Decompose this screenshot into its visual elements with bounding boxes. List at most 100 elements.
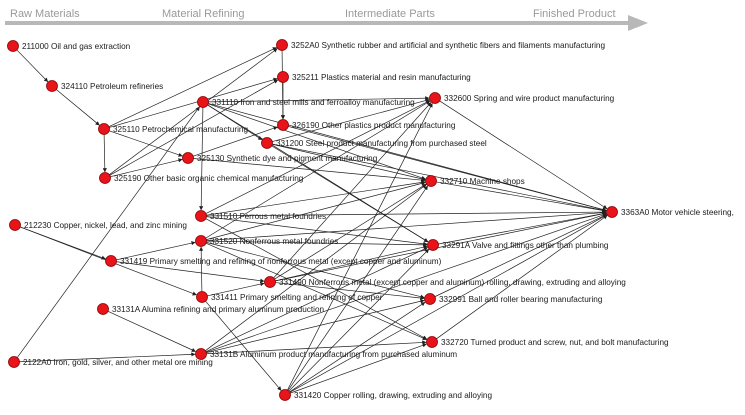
edge-331420-to-33291A bbox=[288, 248, 430, 392]
edge-331110-to-332710 bbox=[208, 103, 426, 180]
node-211000[interactable]: 211000 Oil and gas extraction bbox=[7, 40, 131, 52]
node-label: 331411 Primary smelting and refining of … bbox=[211, 293, 383, 302]
node-2122A0[interactable]: 2122A0 Iron, gold, silver, and other met… bbox=[8, 356, 214, 368]
node-33131A[interactable]: 33131A Alumina refining and primary alum… bbox=[97, 303, 325, 315]
node-label: 3363A0 Motor vehicle steering, bbox=[621, 208, 734, 217]
stage-label-intermediate-parts: Intermediate Parts bbox=[345, 8, 435, 20]
edge-33131B-to-3363A0 bbox=[206, 213, 607, 353]
node-3363A0[interactable]: 3363A0 Motor vehicle steering, bbox=[606, 206, 734, 218]
edge-331200-to-332710 bbox=[272, 143, 426, 181]
edge-331490-to-332991 bbox=[275, 282, 425, 301]
edge-331420-to-3363A0 bbox=[289, 214, 608, 393]
node-marker[interactable] bbox=[279, 389, 291, 401]
node-label: 211000 Oil and gas extraction bbox=[22, 42, 131, 51]
node-332720[interactable]: 332720 Turned product and screw, nut, an… bbox=[426, 336, 670, 348]
node-325190[interactable]: 325190 Other basic organic chemical manu… bbox=[99, 172, 304, 184]
node-331200[interactable]: 331200 Steel product manufacturing from … bbox=[261, 137, 487, 149]
node-marker[interactable] bbox=[97, 303, 109, 315]
node-325211[interactable]: 325211 Plastics material and resin manuf… bbox=[277, 71, 472, 83]
node-marker[interactable] bbox=[606, 206, 618, 218]
node-label: 33131A Alumina refining and primary alum… bbox=[112, 305, 325, 314]
node-marker[interactable] bbox=[424, 293, 436, 305]
node-marker[interactable] bbox=[195, 210, 207, 222]
node-325110[interactable]: 325110 Petrochemical manufacturing bbox=[98, 123, 249, 135]
node-label: 325190 Other basic organic chemical manu… bbox=[114, 174, 304, 183]
node-325130[interactable]: 325130 Synthetic dye and pigment manufac… bbox=[182, 152, 378, 164]
edge-331420-to-332600 bbox=[287, 102, 433, 391]
edge-331490-to-332710 bbox=[274, 183, 427, 280]
node-326190[interactable]: 326190 Other plastics product manufactur… bbox=[277, 119, 456, 131]
node-331110[interactable]: 331110 Iron and steel mills and ferroall… bbox=[197, 96, 416, 108]
node-331520[interactable]: 331520 Nonferrous metal foundries bbox=[195, 235, 339, 247]
node-marker[interactable] bbox=[427, 239, 439, 251]
node-331490[interactable]: 331490 Nonferrous metal (except copper a… bbox=[264, 276, 627, 288]
edge-331520-to-3363A0 bbox=[206, 210, 607, 241]
stage-axis: Raw Materials Material Refining Intermed… bbox=[5, 8, 648, 31]
edge-325130-to-326190 bbox=[193, 126, 278, 157]
edge-2122A0-to-331110 bbox=[16, 106, 200, 358]
node-marker[interactable] bbox=[8, 356, 20, 368]
node-332710[interactable]: 332710 Machine shops bbox=[425, 175, 525, 187]
edge-331200-to-332600 bbox=[272, 98, 430, 142]
node-33131B[interactable]: 33131B Aluminum product manufacturing fr… bbox=[195, 348, 458, 360]
edge-325110-to-325130 bbox=[109, 130, 183, 157]
node-label: 331110 Iron and steel mills and ferroall… bbox=[212, 98, 415, 107]
node-label: 331200 Steel product manufacturing from … bbox=[276, 139, 487, 148]
node-212230[interactable]: 212230 Copper, nickel, lead, and zinc mi… bbox=[9, 219, 188, 231]
node-marker[interactable] bbox=[9, 219, 21, 231]
node-marker[interactable] bbox=[426, 336, 438, 348]
node-33291A[interactable]: 33291A Valve and fittings other than plu… bbox=[427, 239, 609, 251]
node-331411[interactable]: 331411 Primary smelting and refining of … bbox=[196, 291, 383, 303]
node-331420[interactable]: 331420 Copper rolling, drawing, extrudin… bbox=[279, 389, 493, 401]
edge-33131A-to-33131B bbox=[107, 310, 196, 352]
edge-331419-to-331490 bbox=[116, 261, 265, 283]
edge-331510-to-3363A0 bbox=[206, 209, 607, 217]
node-marker[interactable] bbox=[197, 96, 209, 108]
stage-arrow-shaft bbox=[5, 21, 630, 25]
edge-33291A-to-3363A0 bbox=[438, 211, 607, 245]
node-marker[interactable] bbox=[276, 39, 288, 51]
node-3252A0[interactable]: 3252A0 Synthetic rubber and artificial a… bbox=[276, 39, 606, 51]
node-label: 325130 Synthetic dye and pigment manufac… bbox=[197, 154, 378, 163]
edge-331411-to-331490 bbox=[207, 282, 265, 297]
node-label: 324110 Petroleum refineries bbox=[61, 82, 163, 91]
node-label: 326190 Other plastics product manufactur… bbox=[292, 121, 456, 130]
node-331419[interactable]: 331419 Primary smelting and refining of … bbox=[105, 255, 442, 267]
node-marker[interactable] bbox=[105, 255, 117, 267]
node-marker[interactable] bbox=[195, 235, 207, 247]
node-marker[interactable] bbox=[425, 175, 437, 187]
edge-325190-to-325211 bbox=[109, 79, 279, 176]
node-332991[interactable]: 332991 Ball and roller bearing manufactu… bbox=[424, 293, 603, 305]
node-324110[interactable]: 324110 Petroleum refineries bbox=[46, 80, 164, 92]
node-marker[interactable] bbox=[261, 137, 273, 149]
node-marker[interactable] bbox=[277, 71, 289, 83]
node-label: 332710 Machine shops bbox=[440, 177, 525, 186]
edge-325110-to-3252A0 bbox=[108, 47, 277, 127]
node-332600[interactable]: 332600 Spring and wire product manufactu… bbox=[429, 92, 615, 104]
node-label: 33131B Aluminum product manufacturing fr… bbox=[210, 350, 457, 359]
node-marker[interactable] bbox=[277, 119, 289, 131]
node-marker[interactable] bbox=[429, 92, 441, 104]
edge-325190-to-3252A0 bbox=[109, 48, 278, 175]
node-marker[interactable] bbox=[7, 40, 19, 52]
node-marker[interactable] bbox=[264, 276, 276, 288]
edge-331490-to-3363A0 bbox=[275, 211, 607, 282]
node-label: 331420 Copper rolling, drawing, extrudin… bbox=[294, 391, 492, 400]
edge-325130-to-332710 bbox=[193, 158, 426, 183]
edge-331520-to-332600 bbox=[205, 100, 431, 239]
edge-325190-to-325130 bbox=[110, 158, 183, 178]
node-marker[interactable] bbox=[195, 348, 207, 360]
edge-331510-to-332600 bbox=[205, 100, 431, 214]
node-layer: 211000 Oil and gas extraction 324110 Petr… bbox=[7, 39, 734, 401]
node-331510[interactable]: 331510 Ferrous metal foundries bbox=[195, 210, 327, 222]
node-label: 2122A0 Iron, gold, silver, and other met… bbox=[23, 358, 213, 367]
node-marker[interactable] bbox=[196, 291, 208, 303]
edge-331520-to-33291A bbox=[206, 240, 428, 247]
edge-332600-to-3363A0 bbox=[439, 100, 608, 210]
edge-33131B-to-332710 bbox=[205, 184, 427, 351]
node-marker[interactable] bbox=[99, 172, 111, 184]
node-marker[interactable] bbox=[46, 80, 58, 92]
node-marker[interactable] bbox=[182, 152, 194, 164]
node-marker[interactable] bbox=[98, 123, 110, 135]
edge-331490-to-332600 bbox=[273, 102, 432, 279]
